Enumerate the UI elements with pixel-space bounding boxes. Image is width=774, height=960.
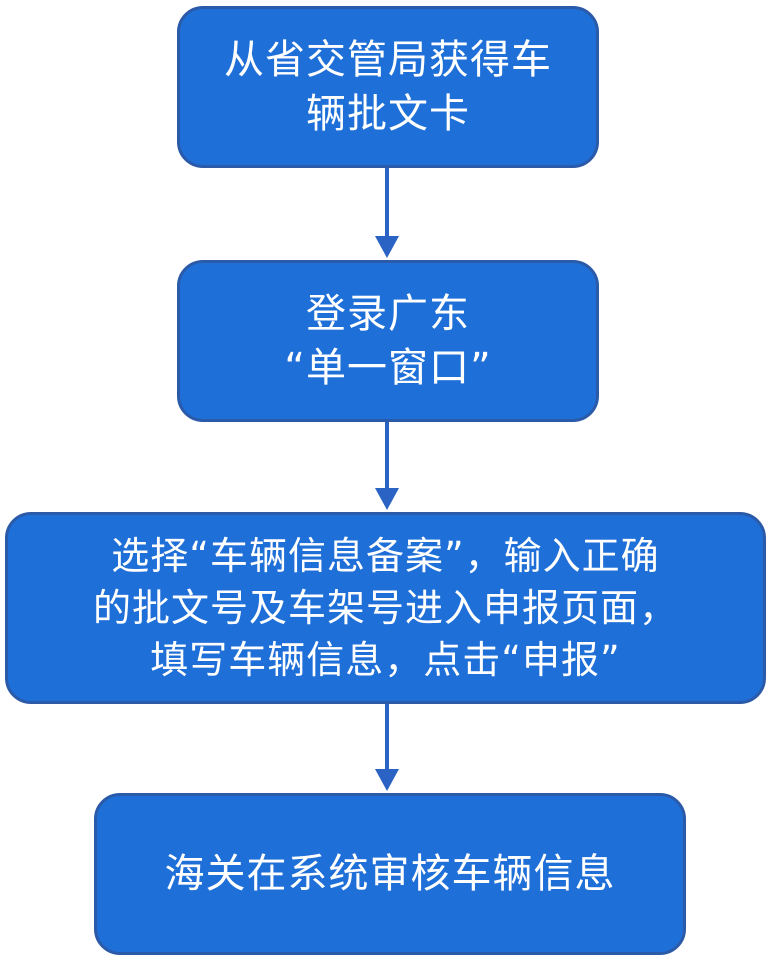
flow-arrow-2-to-3 <box>375 422 399 510</box>
flow-step-2-text: 登录广东 “单一窗口” <box>284 291 492 391</box>
flow-step-2: 登录广东 “单一窗口” <box>177 260 599 422</box>
flow-step-1: 从省交管局获得车 辆批文卡 <box>177 6 599 168</box>
flow-step-3: 选择“车辆信息备案”，输入正确 的批文号及车架号进入申报页面， 填写车辆信息，点… <box>5 512 766 704</box>
flow-step-1-text: 从省交管局获得车 辆批文卡 <box>224 37 552 137</box>
flow-step-4: 海关在系统审核车辆信息 <box>94 793 686 955</box>
flow-step-3-text: 选择“车辆信息备案”，输入正确 的批文号及车架号进入申报页面， 填写车辆信息，点… <box>92 534 678 682</box>
flow-step-4-text: 海关在系统审核车辆信息 <box>164 851 616 897</box>
flow-arrow-3-to-4 <box>375 704 399 791</box>
flow-arrow-1-to-2 <box>375 168 399 258</box>
